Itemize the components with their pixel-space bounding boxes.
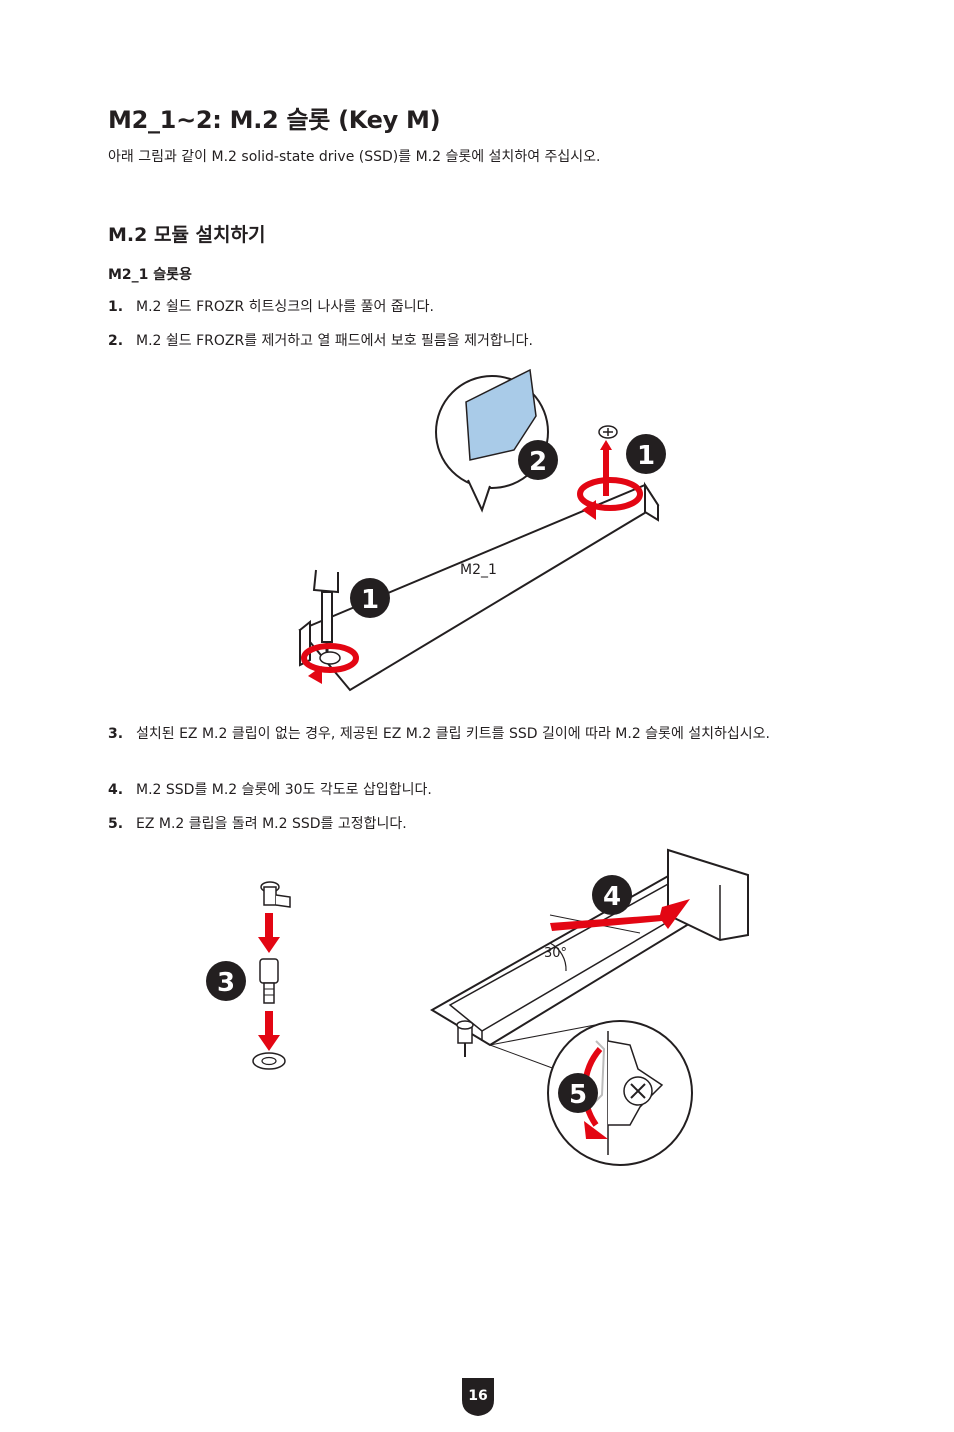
- step-text: 설치된 EZ M.2 클립이 없는 경우, 제공된 EZ M.2 클립 키트를 …: [136, 726, 770, 742]
- svg-text:1: 1: [637, 441, 655, 471]
- ez-clip-icon: [260, 881, 291, 908]
- standoff-icon: [259, 958, 279, 1004]
- screw-icon: [623, 1076, 653, 1106]
- step-number: 3.: [108, 726, 124, 742]
- step-number: 2.: [108, 333, 124, 349]
- step-3: 3. 설치된 EZ M.2 클립이 없는 경우, 제공된 EZ M.2 클립 키…: [108, 723, 808, 745]
- arrow-down-icon: [258, 913, 280, 953]
- step-number: 5.: [108, 816, 124, 832]
- step-4: 4. M.2 SSD를 M.2 슬롯에 30도 각도로 삽입합니다.: [108, 779, 808, 801]
- insert-arrow-icon: [550, 899, 690, 931]
- step-badge-3: 3: [206, 961, 246, 1001]
- step-text: M.2 SSD를 M.2 슬롯에 30도 각도로 삽입합니다.: [136, 782, 432, 798]
- svg-text:3: 3: [217, 968, 235, 998]
- step-badge-1: 1: [626, 434, 666, 474]
- page-title: M2_1~2: M.2 슬롯 (Key M): [108, 106, 441, 134]
- page-number-badge: 16: [462, 1378, 494, 1416]
- step-2: 2. M.2 쉴드 FROZR를 제거하고 열 패드에서 보호 필름을 제거합니…: [108, 330, 808, 352]
- step-text: M.2 쉴드 FROZR를 제거하고 열 패드에서 보호 필름을 제거합니다.: [136, 333, 533, 349]
- intro-text: 아래 그림과 같이 M.2 solid-state drive (SSD)를 M…: [108, 149, 601, 165]
- svg-text:2: 2: [529, 447, 547, 477]
- thermal-pad: [465, 368, 537, 461]
- step-badge-2: 2: [518, 440, 558, 480]
- ssd-module: [448, 882, 702, 1032]
- step-badge-5: 5: [558, 1073, 598, 1113]
- step-number: 1.: [108, 299, 124, 315]
- figure-ssd-install: 3 30° 4 5: [206, 848, 749, 1166]
- step-badge-4: 4: [592, 875, 632, 915]
- figure-shield-removal: M2_1 2 1 1: [298, 368, 666, 692]
- m2-connector: [667, 848, 749, 942]
- ez-clip-icon: [456, 1020, 474, 1057]
- unscrew-arrow-icon: [577, 440, 643, 520]
- angle-label: 30°: [544, 946, 567, 961]
- arrow-down-icon: [258, 1011, 280, 1051]
- washer-icon: [252, 1052, 286, 1070]
- step-text: M.2 쉴드 FROZR 히트싱크의 나사를 풀어 줍니다.: [136, 299, 434, 315]
- section-title: M.2 모듈 설치하기: [108, 224, 266, 246]
- svg-text:4: 4: [603, 882, 621, 912]
- page-number: 16: [468, 1388, 487, 1404]
- svg-text:5: 5: [569, 1080, 587, 1110]
- unscrew-arrow-icon: [301, 643, 359, 684]
- step-1: 1. M.2 쉴드 FROZR 히트싱크의 나사를 풀어 줍니다.: [108, 296, 808, 318]
- step-badge-1: 1: [350, 578, 390, 618]
- step-5: 5. EZ M.2 클립을 돌려 M.2 SSD를 고정합니다.: [108, 813, 808, 835]
- svg-text:1: 1: [361, 585, 379, 615]
- subsection-title: M2_1 슬롯용: [108, 267, 192, 283]
- slot-label: M2_1: [460, 562, 497, 578]
- step-text: EZ M.2 클립을 돌려 M.2 SSD를 고정합니다.: [136, 816, 407, 832]
- screw-icon: [319, 651, 341, 665]
- screw-icon: [598, 425, 618, 439]
- step-number: 4.: [108, 782, 124, 798]
